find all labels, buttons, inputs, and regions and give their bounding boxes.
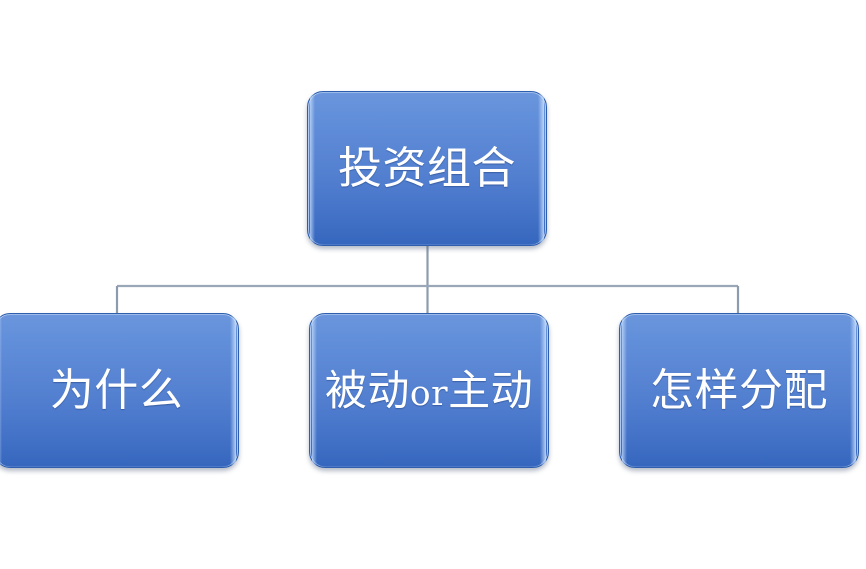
node-root-investment-portfolio[interactable]: 投资组合 [307,91,547,246]
node-child-passive-or-active-label: 被动or主动 [319,366,539,416]
label-segment-latin-or: or [409,373,449,414]
node-child-passive-or-active[interactable]: 被动or主动 [309,313,549,468]
label-segment-cjk-lead: 被动 [324,365,410,415]
node-child-how-to-allocate[interactable]: 怎样分配 [619,313,859,468]
label-segment-cjk-tail: 主动 [448,365,534,415]
node-root-label: 投资组合 [338,142,516,194]
node-child-how-to-allocate-label: 怎样分配 [650,364,828,416]
node-child-why-label: 为什么 [49,364,184,416]
node-child-why[interactable]: 为什么 [0,313,239,468]
